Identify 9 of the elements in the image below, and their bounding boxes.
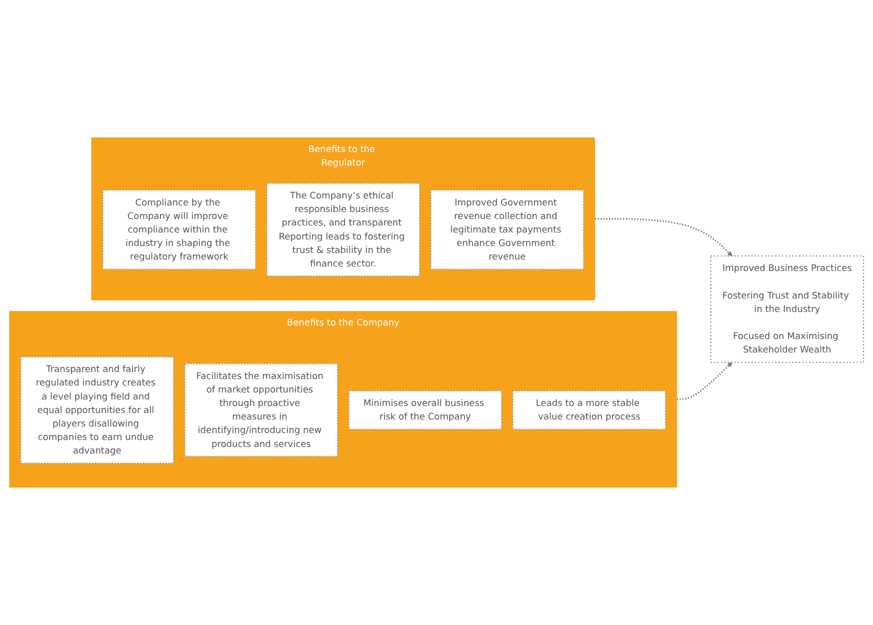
arrow (676, 362, 732, 400)
node-box: Transparent and fairly regulated industry creates a level playing field and equal opportunities for all players disallowing companies to earn undue advantage (20, 356, 174, 464)
node-box: Facilitates the maximisation of market opportunities through proactive measures in identifying/introducing new products and services (184, 363, 338, 457)
arrow (594, 218, 732, 256)
node-box: Minimises overall business risk of the Company (348, 390, 502, 430)
node-box: Leads to a more stable value creation process (512, 390, 666, 430)
node-box: The Company’s ethical responsible business practices, and transparent Reporting leads to fostering trust & stability in the finance sector. (266, 182, 420, 277)
node-box: Improved Government revenue collection and legitimate tax payments enhance Government revenue (430, 190, 584, 270)
node-box: Compliance by the Company will improve compliance within the industry in shaping the regulatory framework (102, 190, 256, 270)
